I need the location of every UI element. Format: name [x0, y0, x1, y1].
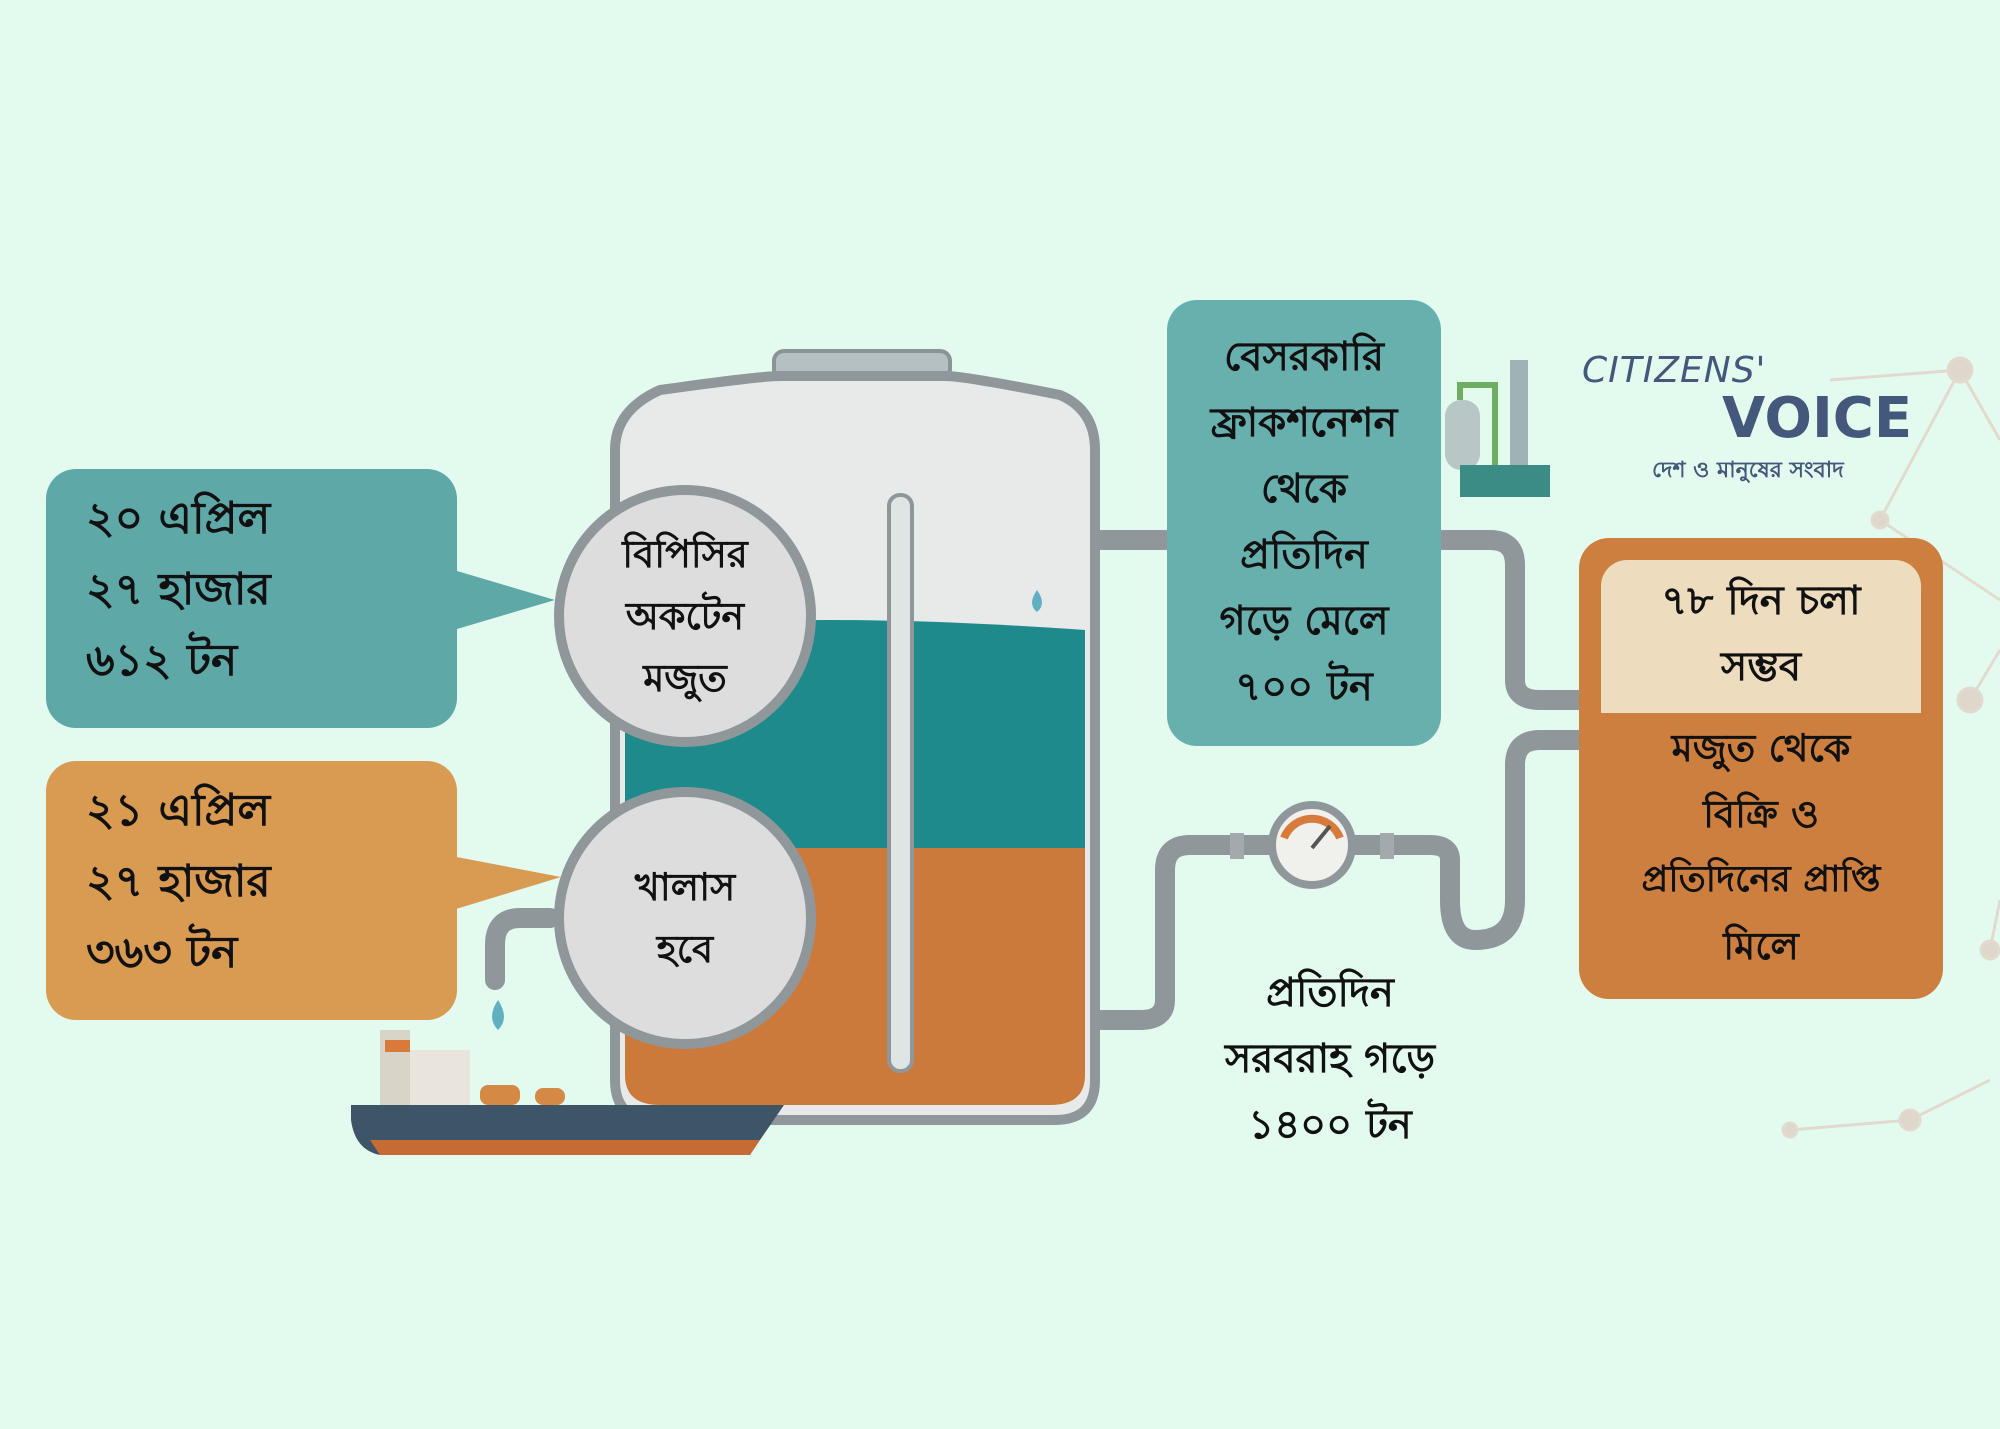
box-line: প্রতিদিন — [1240, 532, 1368, 578]
result-line: ৭৮ দিন চলা — [1661, 578, 1861, 624]
label-line: খালাস — [634, 865, 736, 909]
refinery-icon — [1445, 360, 1550, 497]
logo-line2: VOICE — [1722, 386, 1913, 451]
result-line: সম্ভব — [1720, 644, 1802, 690]
citizens-voice-logo: CITIZENS' VOICE দেশ ও মানুষের সংবাদ — [1582, 350, 1922, 490]
label-line: বিপিসির — [622, 532, 748, 576]
result-line: প্রতিদিনের প্রাপ্তি — [1641, 859, 1881, 900]
result-box: ৭৮ দিন চলা সম্ভব মজুত থেকে বিক্রি ও প্রত… — [1579, 538, 1943, 999]
result-line: মিলে — [1723, 924, 1799, 968]
logo-tagline: দেশ ও মানুষের সংবাদ — [1652, 458, 1844, 483]
logo-line1: CITIZENS' — [1582, 350, 1767, 391]
result-line: মজুত থেকে — [1671, 726, 1851, 770]
callout-line: ২০ এপ্রিল — [86, 493, 271, 544]
label-line: হবে — [656, 927, 714, 971]
callout-20-april: ২০ এপ্রিল ২৭ হাজার ৬১২ টন — [46, 469, 457, 728]
supply-line: সরবরাহ গড়ে — [1224, 1036, 1436, 1082]
box-line: থেকে — [1260, 466, 1348, 512]
box-line: গড়ে মেলে — [1219, 598, 1389, 644]
ship-pipe — [485, 908, 560, 990]
callout-21-april: ২১ এপ্রিল ২৭ হাজার ৩৬৩ টন — [46, 761, 457, 1020]
box-line: ফ্রাকশনেশন — [1210, 400, 1398, 446]
octane-stock-label: বিপিসির অকটেন মজুত — [554, 485, 816, 747]
box-line: বেসরকারি — [1224, 334, 1384, 380]
box-line: ৭০০ টন — [1235, 664, 1373, 710]
callout-line: ২৭ হাজার — [86, 564, 271, 615]
level-gauge-tube — [887, 493, 914, 1073]
result-line: বিক্রি ও — [1703, 792, 1819, 836]
supply-line: ১৪০০ টন — [1248, 1102, 1412, 1148]
daily-supply-text: প্রতিদিন সরবরাহ গড়ে ১৪০০ টন — [1180, 960, 1480, 1158]
label-line: অকটেন — [625, 594, 745, 638]
pipe-private-to-result — [1431, 530, 1589, 710]
drop-icon — [1032, 590, 1042, 612]
callout-line: ৩৬৩ টন — [86, 927, 238, 978]
supply-line: প্রতিদিন — [1266, 970, 1394, 1016]
unload-label: খালাস হবে — [554, 787, 816, 1049]
callout-line: ৬১২ টন — [86, 635, 238, 686]
callout-line: ২১ এপ্রিল — [86, 785, 271, 836]
drop-icon — [492, 1000, 504, 1030]
callout-line: ২৭ হাজার — [86, 856, 271, 907]
result-highlight: ৭৮ দিন চলা সম্ভব — [1601, 560, 1921, 713]
tanker-ship-icon — [351, 1030, 784, 1155]
pressure-gauge-icon — [1230, 801, 1394, 889]
pipe-supply — [1087, 730, 1589, 1030]
private-fractionation-box: বেসরকারি ফ্রাকশনেশন থেকে প্রতিদিন গড়ে ম… — [1167, 300, 1441, 746]
label-line: মজুত — [643, 656, 727, 700]
